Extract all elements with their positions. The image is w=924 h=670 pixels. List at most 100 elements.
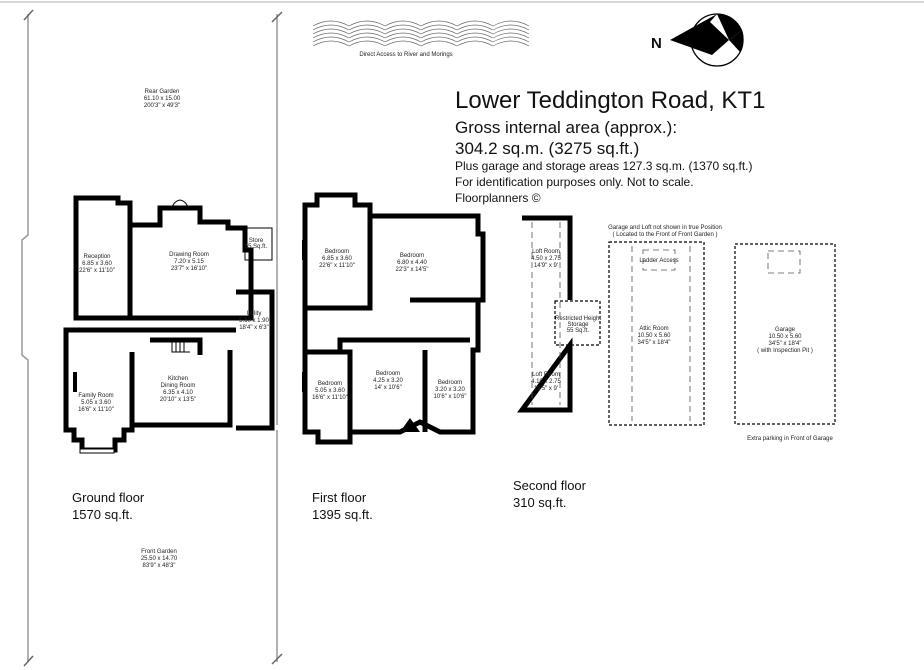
svg-text:( with Inspection Pit ): ( with Inspection Pit ) bbox=[757, 348, 813, 354]
svg-text:4.25 x 3.20: 4.25 x 3.20 bbox=[373, 378, 403, 384]
river-waves-icon bbox=[312, 20, 530, 47]
first-floor-plan bbox=[302, 192, 486, 445]
svg-text:1570 sq.ft.: 1570 sq.ft. bbox=[72, 507, 133, 522]
svg-text:Attic Room: Attic Room bbox=[639, 326, 668, 332]
svg-text:Bedroom: Bedroom bbox=[325, 249, 349, 255]
room-loft-room-2: Loft Room 4.10 x 2.75 13'5" x 9' bbox=[531, 372, 561, 392]
ground-floor-plan bbox=[63, 195, 275, 454]
garage-plan: Garage 10.50 x 5.60 34'5" x 18'4" ( with… bbox=[734, 243, 836, 442]
svg-text:7.20 x 5.15: 7.20 x 5.15 bbox=[174, 259, 204, 265]
svg-text:Loft Room: Loft Room bbox=[532, 372, 560, 378]
svg-text:Store: Store bbox=[249, 238, 264, 244]
garden-boundaries bbox=[21, 9, 283, 667]
room-kitchen-dining: Kitchen Dining Room 6.35 x 4.10 20'10" x… bbox=[160, 376, 196, 403]
svg-text:Storage: Storage bbox=[567, 322, 589, 328]
svg-text:10.50 x 5.60: 10.50 x 5.60 bbox=[637, 333, 671, 339]
svg-text:Loft Room: Loft Room bbox=[532, 249, 560, 255]
wave-line bbox=[312, 28, 530, 35]
svg-text:Ground floor: Ground floor bbox=[72, 490, 145, 505]
gross-area-value: 304.2 sq.m. (3275 sq.ft.) bbox=[455, 139, 639, 158]
second-floor-plan bbox=[517, 215, 601, 413]
svg-text:Utility: Utility bbox=[247, 311, 262, 317]
svg-text:55 Sq.ft.: 55 Sq.ft. bbox=[567, 328, 590, 334]
svg-text:Rear Garden: Rear Garden bbox=[145, 89, 180, 95]
svg-text:13'5" x 9': 13'5" x 9' bbox=[534, 386, 558, 392]
room-first-bedroom-1: Bedroom 6.85 x 3.60 22'6" x 11'10" bbox=[319, 249, 355, 269]
room-first-bedroom-2: Bedroom 6.80 x 4.40 22'3" x 14'5" bbox=[396, 253, 429, 273]
wave-line bbox=[312, 20, 530, 27]
room-reception: Reception 6.85 x 3.60 22'6" x 11'10" bbox=[79, 254, 115, 274]
room-restricted-storage: Restricted Height Storage 55 Sq.ft. bbox=[555, 316, 601, 334]
svg-text:5.05 x 3.60: 5.05 x 3.60 bbox=[315, 388, 345, 394]
svg-text:( Located to the Front of Fron: ( Located to the Front of Front Garden ) bbox=[612, 232, 717, 238]
property-header: Lower Teddington Road, KT1 Gross interna… bbox=[455, 87, 765, 205]
svg-text:10'6" x 10'6": 10'6" x 10'6" bbox=[434, 394, 467, 400]
svg-text:4.10 x 2.75: 4.10 x 2.75 bbox=[531, 379, 561, 385]
svg-text:10.50 x 5.60: 10.50 x 5.60 bbox=[768, 334, 802, 340]
svg-text:1395 sq.ft.: 1395 sq.ft. bbox=[312, 507, 373, 522]
svg-text:3.20 x 3.20: 3.20 x 3.20 bbox=[435, 387, 465, 393]
svg-text:83'9" x 48'3": 83'9" x 48'3" bbox=[143, 563, 176, 569]
svg-text:First floor: First floor bbox=[312, 490, 367, 505]
wave-line bbox=[312, 32, 530, 39]
svg-text:Bedroom: Bedroom bbox=[376, 371, 400, 377]
room-store: Store 55 Sq.ft. bbox=[245, 238, 268, 250]
svg-text:22'6" x 11'10": 22'6" x 11'10" bbox=[79, 268, 115, 274]
svg-text:310 sq.ft.: 310 sq.ft. bbox=[513, 495, 566, 510]
disclaimer: For identification purposes only. Not to… bbox=[455, 175, 694, 189]
room-first-bedroom-3: Bedroom 5.05 x 3.60 16'6" x 11'10" bbox=[312, 381, 348, 401]
svg-text:Dining Room: Dining Room bbox=[161, 383, 196, 389]
svg-text:14'9" x 9': 14'9" x 9' bbox=[534, 263, 558, 269]
second-floor-label: Second floor 310 sq.ft. bbox=[513, 478, 587, 510]
wave-line bbox=[312, 36, 530, 43]
svg-text:5.60 x 1.90: 5.60 x 1.90 bbox=[239, 318, 269, 324]
room-utility: Utility 5.60 x 1.90 18'4" x 6'3" bbox=[239, 311, 269, 331]
room-first-bedroom-4: Bedroom 4.25 x 3.20 14' x 10'6" bbox=[373, 371, 403, 391]
svg-text:Second floor: Second floor bbox=[513, 478, 587, 493]
svg-text:22'3" x 14'5": 22'3" x 14'5" bbox=[396, 267, 429, 273]
wave-line bbox=[312, 24, 530, 31]
svg-text:Kitchen: Kitchen bbox=[168, 376, 188, 382]
compass-north-label: N bbox=[651, 35, 662, 52]
room-drawing-room: Drawing Room 7.20 x 5.15 23'7" x 16'10" bbox=[169, 252, 209, 272]
svg-text:Bedroom: Bedroom bbox=[438, 380, 462, 386]
svg-text:22'6" x 11'10": 22'6" x 11'10" bbox=[319, 263, 355, 269]
ground-floor-label: Ground floor 1570 sq.ft. bbox=[72, 490, 145, 522]
svg-text:Restricted Height: Restricted Height bbox=[555, 316, 601, 322]
svg-text:200'3" x 49'3": 200'3" x 49'3" bbox=[144, 103, 180, 109]
svg-text:20'10" x 13'5": 20'10" x 13'5" bbox=[160, 397, 196, 403]
rear-garden-label: Rear Garden 61.10 x 15.00 200'3" x 49'3" bbox=[144, 89, 181, 109]
svg-text:34'5" x 18'4": 34'5" x 18'4" bbox=[638, 340, 671, 346]
svg-text:5.05 x 3.60: 5.05 x 3.60 bbox=[81, 400, 111, 406]
property-title: Lower Teddington Road, KT1 bbox=[455, 87, 765, 114]
svg-text:14' x 10'6": 14' x 10'6" bbox=[374, 385, 401, 391]
svg-text:Garage: Garage bbox=[775, 327, 796, 333]
svg-text:Reception: Reception bbox=[83, 254, 110, 260]
wave-line bbox=[312, 40, 530, 47]
extra-area: Plus garage and storage areas 127.3 sq.m… bbox=[455, 159, 753, 173]
front-garden-label: Front Garden 25.50 x 14.70 83'9" x 48'3" bbox=[141, 549, 178, 569]
svg-text:6.80 x 4.40: 6.80 x 4.40 bbox=[397, 260, 427, 266]
svg-text:Garage and Loft not shown in t: Garage and Loft not shown in true Positi… bbox=[608, 225, 722, 231]
gross-area-label: Gross internal area (approx.): bbox=[455, 118, 677, 137]
svg-text:Bedroom: Bedroom bbox=[318, 381, 342, 387]
room-family-room: Family Room 5.05 x 3.60 16'6" x 11'10" bbox=[78, 393, 114, 413]
svg-text:23'7" x 16'10": 23'7" x 16'10" bbox=[171, 266, 207, 272]
room-first-bedroom-5: Bedroom 3.20 x 3.20 10'6" x 10'6" bbox=[434, 380, 467, 400]
credit: Floorplanners © bbox=[455, 191, 541, 205]
first-floor-label: First floor 1395 sq.ft. bbox=[312, 490, 373, 522]
attic-room-plan: Ladder Access Attic Room 10.50 x 5.60 34… bbox=[608, 241, 705, 426]
parking-note: Extra parking in Front of Garage bbox=[747, 436, 833, 442]
svg-text:16'6" x 11'10": 16'6" x 11'10" bbox=[312, 395, 348, 401]
svg-text:18'4" x 6'3": 18'4" x 6'3" bbox=[239, 325, 269, 331]
svg-text:4.50 x 2.75: 4.50 x 2.75 bbox=[531, 256, 561, 262]
svg-text:61.10 x 15.00: 61.10 x 15.00 bbox=[144, 96, 181, 102]
svg-text:6.85 x 3.60: 6.85 x 3.60 bbox=[82, 261, 112, 267]
svg-text:16'6" x 11'10": 16'6" x 11'10" bbox=[78, 407, 114, 413]
svg-text:6.35 x 4.10: 6.35 x 4.10 bbox=[163, 390, 193, 396]
river-access-label: Direct Access to River and Morings bbox=[359, 52, 452, 58]
svg-text:25.50 x 14.70: 25.50 x 14.70 bbox=[141, 556, 178, 562]
svg-text:55 Sq.ft.: 55 Sq.ft. bbox=[245, 244, 268, 250]
svg-text:Front Garden: Front Garden bbox=[141, 549, 177, 555]
